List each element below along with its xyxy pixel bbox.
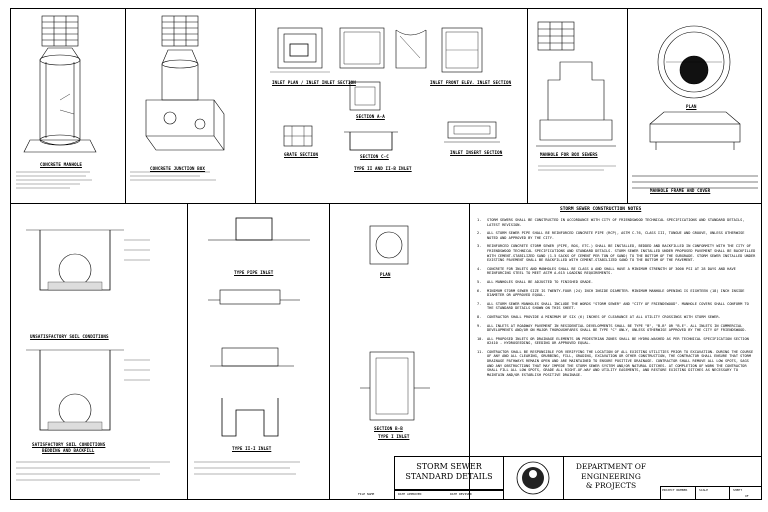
caption-inlet-plan-left: INLET PLAN / INLET INLET SECTION [272, 80, 356, 85]
drawing-sheet [10, 8, 762, 500]
note-item: 7.All storm sewer manholes shall include… [477, 301, 749, 311]
caption-inlet-insert: INLET INSERT SECTION [450, 150, 503, 155]
title-block-date-row [394, 490, 504, 500]
caption-plan-mid: PLAN [380, 272, 391, 277]
caption-unsatisfactory-soil: UNSATISFACTORY SOIL CONDITIONS [30, 334, 109, 339]
note-item: 2.All storm sewer pipe shall be reinforc… [477, 231, 745, 240]
notes-title: STORM SEWER CONSTRUCTION NOTES [560, 207, 642, 212]
note-item: 4.Concrete for inlets and manholes shall… [477, 266, 736, 276]
caption-inlet-section: SECTION C-C [360, 154, 389, 159]
caption-satisfactory-soil: SATISFACTORY SOIL CONDITIONS [32, 442, 106, 447]
panel-type-i-inlet [330, 204, 470, 500]
date-revised-label: DATE REVISED [450, 492, 472, 496]
note-item: 3.Reinforced concrete storm sewer (pipe,… [477, 244, 756, 263]
date-approved-label: DATE APPROVED [398, 492, 422, 496]
panel-type-inlets [188, 204, 330, 500]
scale-cell [696, 486, 730, 500]
sheet-of-label: OF [745, 494, 749, 498]
panel-frame-cover [628, 8, 762, 204]
note-item: 9.All inlets at roadway pavement in resi… [477, 323, 747, 333]
note-item: 8.Contractor shall provide a minimum of … [477, 314, 721, 319]
sheet-cell [730, 486, 762, 500]
caption-junction-box: CONCRETE JUNCTION BOX [150, 166, 206, 171]
scale-label: SCALE [699, 488, 709, 492]
panel-inlets [256, 8, 528, 204]
panel-concrete-manhole [10, 8, 126, 204]
caption-frame-cover: MANHOLE FRAME AND COVER [650, 188, 711, 193]
file-name-label: FILE NAME [358, 492, 375, 496]
sheet-title: STORM SEWER STANDARD DETAILS [405, 462, 493, 481]
note-item: 5.All manholes shall be adjusted to fini… [477, 279, 594, 284]
caption-bedding-backfill: BEDDING AND BACKFILL [42, 448, 95, 453]
panel-bedding [10, 204, 188, 500]
caption-section-aa: SECTION A-A [356, 114, 385, 119]
panel-junction-box [126, 8, 256, 204]
project-number-label: PROJECT NUMBER [662, 488, 688, 492]
sheet-label: SHEET [733, 488, 743, 492]
note-item: 6.Minimum storm sewer size is twenty-fou… [477, 288, 745, 298]
caption-concrete-manhole: CONCRETE MANHOLE [40, 162, 82, 167]
caption-type-ii-i-inlet: TYPE II-I INLET [232, 446, 272, 451]
department-title: DEPARTMENT OF ENGINEERING & PROJECTS [575, 462, 647, 490]
title-block-title-cell [394, 456, 504, 490]
project-number-cell [660, 486, 696, 500]
caption-box-manhole: MANHOLE FOR BOX SEWERS [540, 152, 598, 157]
caption-inlet-plan-right: INLET FRONT ELEV. INLET SECTION [430, 80, 512, 85]
construction-notes: 1.Storm sewers shall be constructed in a… [477, 218, 757, 381]
caption-plan: PLAN [686, 104, 697, 109]
panel-box-manhole [528, 8, 628, 204]
title-block [394, 456, 762, 500]
seal-cell [504, 456, 564, 500]
caption-section-bb: SECTION B-B [374, 426, 403, 431]
note-item: 1.Storm sewers shall be constructed in a… [477, 218, 745, 227]
note-item: 11.Contractor shall be responsible for v… [477, 349, 754, 377]
caption-type-pipe-inlet: TYPE PIPE INLET [234, 270, 274, 275]
caption-type-i-inlet: TYPE I INLET [378, 434, 410, 439]
note-item: 10.All proposed inlets or drainage eleme… [477, 336, 749, 346]
caption-grate-section: GRATE SECTION [284, 152, 319, 157]
caption-typeII-inlet: TYPE II AND II-B INLET [354, 166, 412, 171]
